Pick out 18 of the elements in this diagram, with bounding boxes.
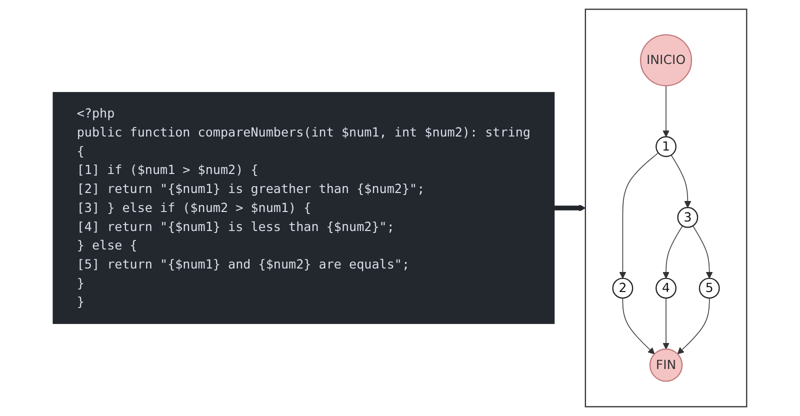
node-circle: 5	[698, 278, 720, 299]
node-circle: FIN	[649, 348, 683, 382]
node-box: <?php public function compareNumbers(int $num1, int $num2): string { [1] if ($num1 > $num2) { [2] return "{$num1} is greather than {$num2}"; [3] } else if ($num2 > $num1) { [4] return "{$num1} is less than {$num2}"; } else { [5] return "{$num1} and {$num2} are equals"; } }	[52, 92, 555, 324]
arrow	[619, 152, 659, 279]
node-circle: 2	[612, 278, 634, 299]
arrow	[662, 85, 670, 138]
arrow	[677, 298, 710, 354]
cluster	[584, 8, 748, 408]
arrow	[622, 298, 655, 354]
arrow	[662, 298, 670, 350]
arrow	[692, 225, 713, 279]
node-circle: INICIO	[640, 34, 692, 86]
node-circle: 3	[677, 206, 698, 228]
arrow	[670, 154, 692, 208]
node-circle: 4	[656, 278, 677, 299]
node-circle: 1	[656, 136, 677, 158]
arrow	[554, 204, 586, 212]
arrow	[662, 225, 683, 279]
